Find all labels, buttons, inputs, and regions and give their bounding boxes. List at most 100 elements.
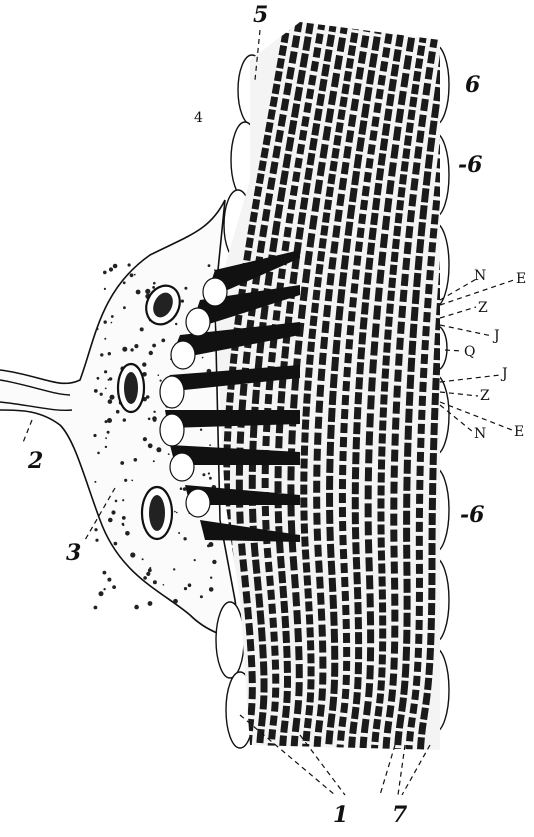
granule [212, 560, 216, 564]
granule [111, 315, 114, 318]
granule [123, 281, 126, 284]
label-Q: Q [464, 344, 475, 360]
granule [130, 273, 134, 277]
granule [181, 300, 184, 303]
granule [124, 479, 127, 482]
granule [108, 518, 113, 523]
granule [123, 418, 126, 421]
granule [145, 289, 150, 294]
label-6-mid: -6 [458, 152, 482, 178]
granule [105, 446, 107, 448]
granule [100, 353, 103, 356]
granule [143, 576, 147, 580]
granule [108, 352, 111, 355]
granule [108, 399, 113, 404]
granule [128, 263, 131, 266]
granule [113, 264, 118, 269]
label-5: 5 [253, 2, 268, 28]
granule [104, 370, 107, 373]
granule [156, 447, 161, 452]
granule [134, 274, 136, 276]
label-N-top: N [474, 268, 486, 284]
granule [134, 605, 139, 610]
granule [100, 393, 103, 396]
label-N-bottom: N [474, 426, 486, 442]
granule [107, 578, 111, 582]
granule [104, 288, 106, 290]
label-E-top: E [516, 271, 526, 287]
granule [110, 395, 115, 400]
granule [103, 571, 107, 575]
granule [93, 434, 96, 437]
granule [161, 339, 165, 343]
granule [200, 429, 202, 431]
granule [107, 431, 110, 434]
granule [130, 552, 135, 557]
label-4: 4 [194, 110, 203, 126]
granule [96, 328, 99, 331]
label-3: 3 [66, 540, 81, 566]
granule [163, 584, 165, 586]
granule [153, 418, 157, 422]
label-6-top: 6 [465, 72, 480, 98]
granule [130, 348, 133, 351]
granule [194, 559, 196, 561]
granule [114, 542, 118, 546]
granule [142, 362, 146, 366]
granule [209, 444, 211, 446]
granule [120, 461, 124, 465]
granule [94, 389, 98, 393]
granule [116, 410, 120, 414]
granule [200, 595, 203, 598]
granule [142, 558, 144, 560]
granule [99, 591, 104, 596]
granule [134, 344, 138, 348]
granule [158, 374, 160, 376]
granule [122, 523, 125, 526]
granule [111, 510, 115, 514]
granule [153, 282, 156, 285]
granule [105, 420, 108, 423]
granule [148, 418, 151, 421]
granule [97, 377, 100, 380]
granule [153, 411, 155, 413]
granule [176, 512, 178, 514]
granule [168, 453, 170, 455]
granule [160, 380, 162, 382]
granule [103, 271, 107, 275]
granule [184, 587, 187, 590]
granule [149, 567, 151, 569]
nucleus-3-core [149, 495, 165, 531]
label-1: 1 [333, 802, 348, 828]
granule [136, 290, 141, 295]
granule [143, 437, 147, 441]
label-7: 7 [392, 802, 408, 828]
label-2: 2 [27, 448, 43, 474]
granule [208, 472, 210, 474]
granule [209, 477, 212, 480]
granule [94, 606, 98, 610]
granule [95, 539, 98, 542]
granule [131, 480, 133, 482]
granule [103, 588, 105, 590]
granule [122, 516, 126, 520]
granule [148, 601, 153, 606]
granule [97, 452, 100, 455]
granule [148, 443, 153, 448]
granule [109, 267, 113, 271]
granule [112, 585, 116, 589]
granule [94, 481, 96, 483]
granule [173, 599, 178, 604]
granule [184, 287, 187, 290]
granule [122, 499, 124, 501]
granule [122, 347, 127, 352]
label-Z-top: Z [478, 300, 488, 316]
nucleus-2-core [124, 372, 138, 404]
label-J-bottom: J [500, 366, 508, 382]
granule [115, 500, 118, 503]
granule [152, 286, 155, 289]
granule [208, 542, 213, 547]
granule [134, 458, 138, 462]
label-Z-bottom: Z [480, 388, 490, 404]
granule [123, 306, 126, 309]
